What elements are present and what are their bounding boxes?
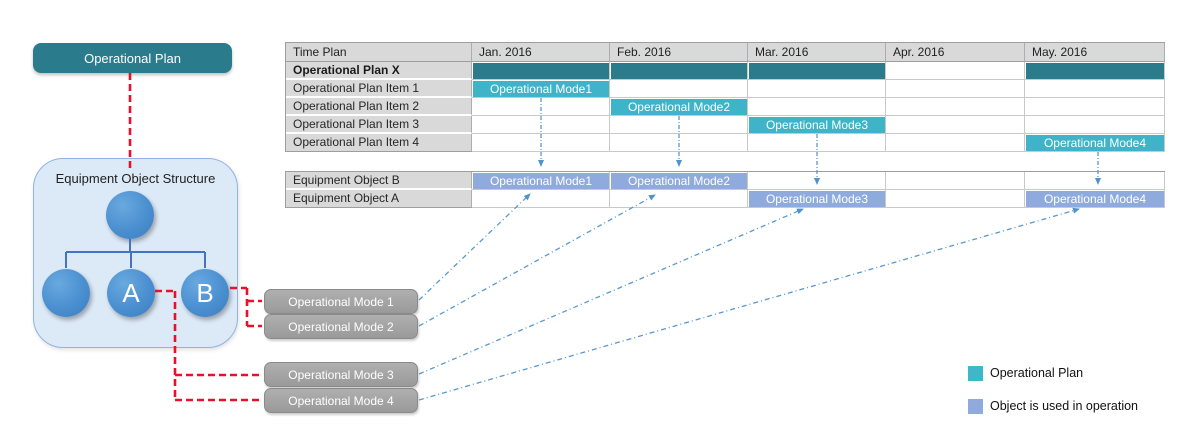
row-label-equipment-a: Equipment Object A <box>286 190 472 208</box>
header-may-2016: May. 2016 <box>1025 43 1165 62</box>
node-b-label: B <box>196 277 214 308</box>
operational-mode-2-box: Operational Mode 2 <box>264 314 418 339</box>
row-label-item-3: Operational Plan Item 3 <box>286 116 472 134</box>
equipment-child-node-unlabeled <box>42 269 90 317</box>
row-operational-plan-item-1: Operational Plan Item 1 <box>286 80 1165 98</box>
legend-swatch-operational-plan <box>968 366 983 381</box>
item3-mode-bar: Operational Mode3 <box>749 117 885 133</box>
equipment-b-mode1-bar: Operational Mode1 <box>473 173 609 189</box>
cell <box>748 80 886 98</box>
operational-mode-2-label: Operational Mode 2 <box>288 319 394 334</box>
arrow-mode3-box-to-cell <box>418 208 804 375</box>
cell <box>748 134 886 152</box>
legend-swatch-object-used <box>968 399 983 414</box>
cell <box>886 134 1025 152</box>
equipment-object-structure-title: Equipment Object Structure <box>55 171 216 186</box>
header-mar-2016: Mar. 2016 <box>748 43 886 62</box>
cell <box>472 98 610 116</box>
cell <box>1025 116 1165 134</box>
cell <box>610 80 748 98</box>
cell <box>610 134 748 152</box>
time-plan-table: Time Plan Jan. 2016 Feb. 2016 Mar. 2016 … <box>285 42 1165 152</box>
row-operational-plan-item-3: Operational Plan Item 3 <box>286 116 1165 134</box>
cell <box>472 134 610 152</box>
cell <box>1025 80 1165 98</box>
item4-mode-bar: Operational Mode4 <box>1026 135 1164 151</box>
cell <box>886 62 1025 80</box>
item1-mode-bar: Operational Mode1 <box>473 81 609 97</box>
legend-label-object-used: Object is used in operation <box>990 399 1139 413</box>
operational-mode-4-label: Operational Mode 4 <box>288 393 394 408</box>
cell <box>472 116 610 134</box>
operational-mode-3-label: Operational Mode 3 <box>288 367 394 382</box>
operational-plan-box: Operational Plan <box>33 43 232 73</box>
operational-mode-1-box: Operational Mode 1 <box>264 289 418 314</box>
cell <box>886 80 1025 98</box>
operational-mode-3-box: Operational Mode 3 <box>264 362 418 387</box>
row-label-item-4: Operational Plan Item 4 <box>286 134 472 152</box>
cell <box>748 98 886 116</box>
equipment-object-structure-box <box>33 158 238 348</box>
equipment-a-mode3-bar: Operational Mode3 <box>749 191 885 207</box>
cell <box>1025 98 1165 116</box>
equipment-objects-table: Equipment Object B Equipment Object A Op… <box>285 171 1165 208</box>
plan-x-bar-feb <box>611 63 747 79</box>
cell <box>748 172 886 190</box>
header-apr-2016: Apr. 2016 <box>886 43 1025 62</box>
arrow-mode2-box-to-cell <box>418 194 656 327</box>
row-label-item-1: Operational Plan Item 1 <box>286 80 472 98</box>
legend-label-operational-plan: Operational Plan <box>990 366 1084 380</box>
time-plan-header-row: Time Plan Jan. 2016 Feb. 2016 Mar. 2016 … <box>286 43 1165 62</box>
equipment-a-mode4-bar: Operational Mode4 <box>1026 191 1164 207</box>
cell <box>472 190 610 208</box>
item2-mode-bar: Operational Mode2 <box>611 99 747 115</box>
cell <box>610 190 748 208</box>
header-feb-2016: Feb. 2016 <box>610 43 748 62</box>
header-time-plan: Time Plan <box>286 43 472 62</box>
row-label-operational-plan-x: Operational Plan X <box>286 62 472 80</box>
equipment-child-node-a: A <box>107 269 155 317</box>
operational-plan-box-label: Operational Plan <box>84 50 181 66</box>
equipment-root-node <box>106 191 154 239</box>
cell <box>886 98 1025 116</box>
plan-x-bar-jan <box>473 63 609 79</box>
row-label-item-2: Operational Plan Item 2 <box>286 98 472 116</box>
cell <box>886 116 1025 134</box>
cell <box>1025 172 1165 190</box>
node-a-label: A <box>122 277 140 308</box>
plan-x-bar-may <box>1026 63 1164 79</box>
equipment-b-mode2-bar: Operational Mode2 <box>611 173 747 189</box>
header-jan-2016: Jan. 2016 <box>472 43 610 62</box>
operational-mode-1-label: Operational Mode 1 <box>288 294 394 309</box>
operational-mode-4-box: Operational Mode 4 <box>264 388 418 413</box>
cell <box>610 116 748 134</box>
cell <box>886 172 1025 190</box>
plan-x-bar-mar <box>749 63 885 79</box>
arrow-mode1-box-to-cell <box>418 193 531 301</box>
row-label-equipment-b: Equipment Object B <box>286 172 472 190</box>
cell <box>886 190 1025 208</box>
equipment-child-node-b: B <box>181 269 229 317</box>
